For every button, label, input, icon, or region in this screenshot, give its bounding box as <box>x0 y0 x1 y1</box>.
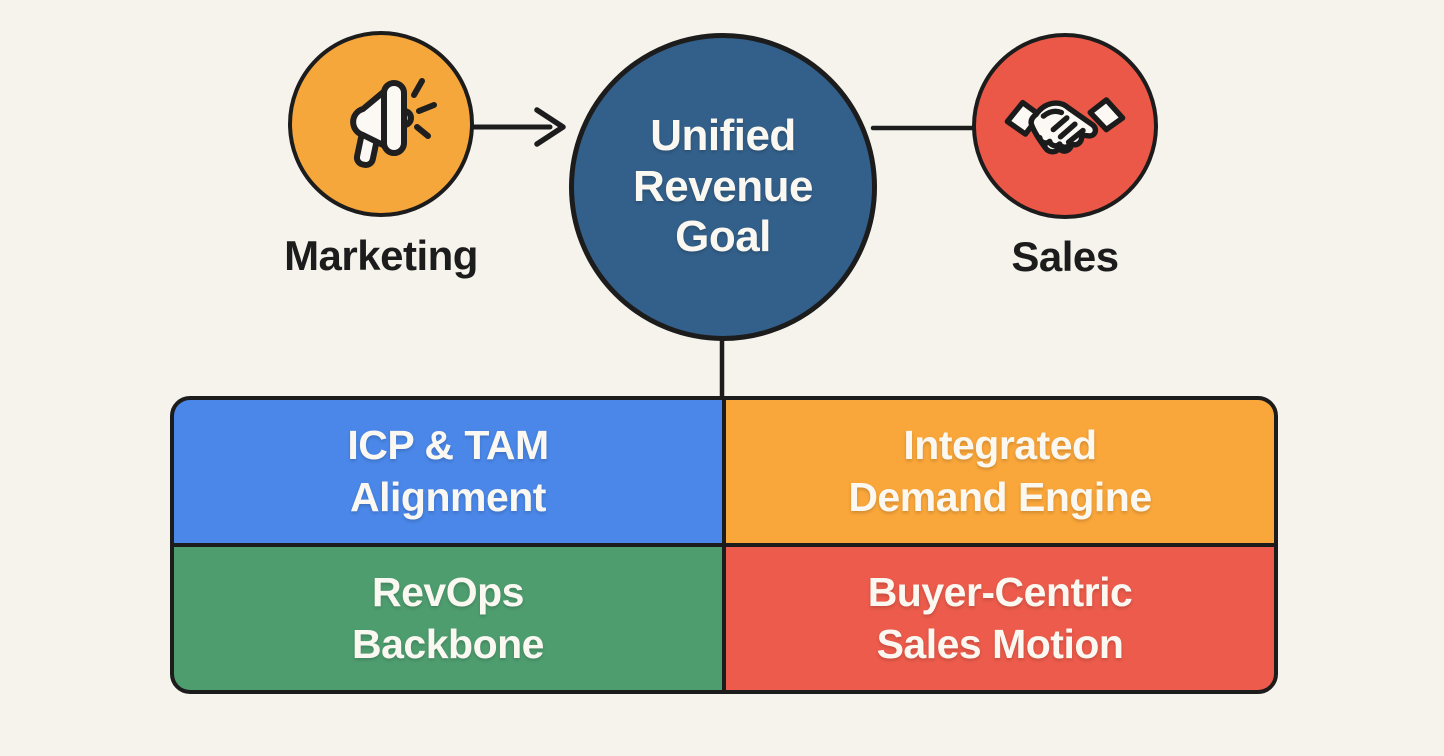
marketing-to-goal-arrowhead-icon <box>534 107 566 147</box>
sales-node <box>972 33 1158 219</box>
pillar-buyer-centric-sales-motion: Buyer-Centric Sales Motion <box>726 547 1274 690</box>
unified-revenue-goal-node: Unified Revenue Goal <box>569 33 877 341</box>
megaphone-icon <box>325 73 437 175</box>
sales-label: Sales <box>1011 233 1119 280</box>
unified-revenue-goal-text: Unified Revenue Goal <box>633 111 813 262</box>
pillar-revops-backbone: RevOps Backbone <box>174 547 722 690</box>
pillars-grid: ICP & TAM Alignment Integrated Demand En… <box>170 396 1278 694</box>
pillar-integrated-demand-engine: Integrated Demand Engine <box>726 400 1274 543</box>
handshake-icon <box>1002 85 1128 167</box>
pillar-icp-tam-alignment: ICP & TAM Alignment <box>174 400 722 543</box>
marketing-label: Marketing <box>284 232 478 279</box>
marketing-node <box>288 31 474 217</box>
